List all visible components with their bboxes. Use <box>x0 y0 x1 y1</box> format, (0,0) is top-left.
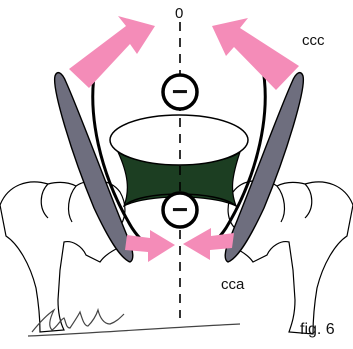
lower-minus-circle: − <box>163 193 197 227</box>
upper-right-pink-arrow <box>212 18 299 90</box>
lower-minus-sign: − <box>172 194 188 225</box>
upper-minus-sign: − <box>172 76 188 107</box>
ccc-label: ccc <box>302 32 325 49</box>
upper-ellipse <box>110 115 248 165</box>
cca-label: cca <box>221 276 245 293</box>
figure-label: fig. 6 <box>300 321 335 338</box>
upper-minus-circle: − <box>163 75 197 109</box>
axis-zero-label: 0 <box>175 5 183 22</box>
upper-left-pink-arrow <box>69 16 155 88</box>
